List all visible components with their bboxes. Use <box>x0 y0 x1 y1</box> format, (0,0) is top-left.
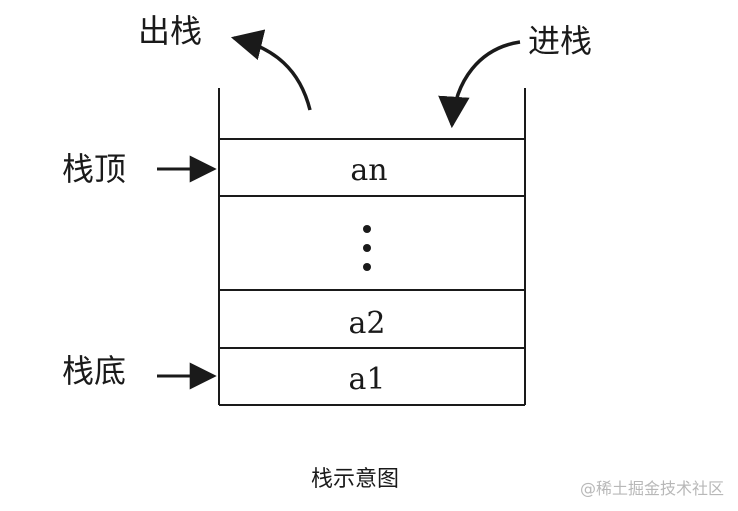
cell-a2: a2 <box>349 306 386 341</box>
cell-a1: a1 <box>349 362 386 397</box>
ellipsis-icon <box>363 225 371 271</box>
cell-an: an <box>350 153 387 188</box>
bottom-label: 栈底 <box>62 352 126 390</box>
top-label: 栈顶 <box>62 150 126 188</box>
push-label: 进栈 <box>528 22 592 60</box>
watermark-text: @稀土掘金技术社区 <box>580 479 724 498</box>
figure-caption: 栈示意图 <box>311 467 399 492</box>
pop-label: 出栈 <box>138 12 202 50</box>
push-arrow <box>438 40 521 129</box>
pop-arrow <box>230 29 312 111</box>
